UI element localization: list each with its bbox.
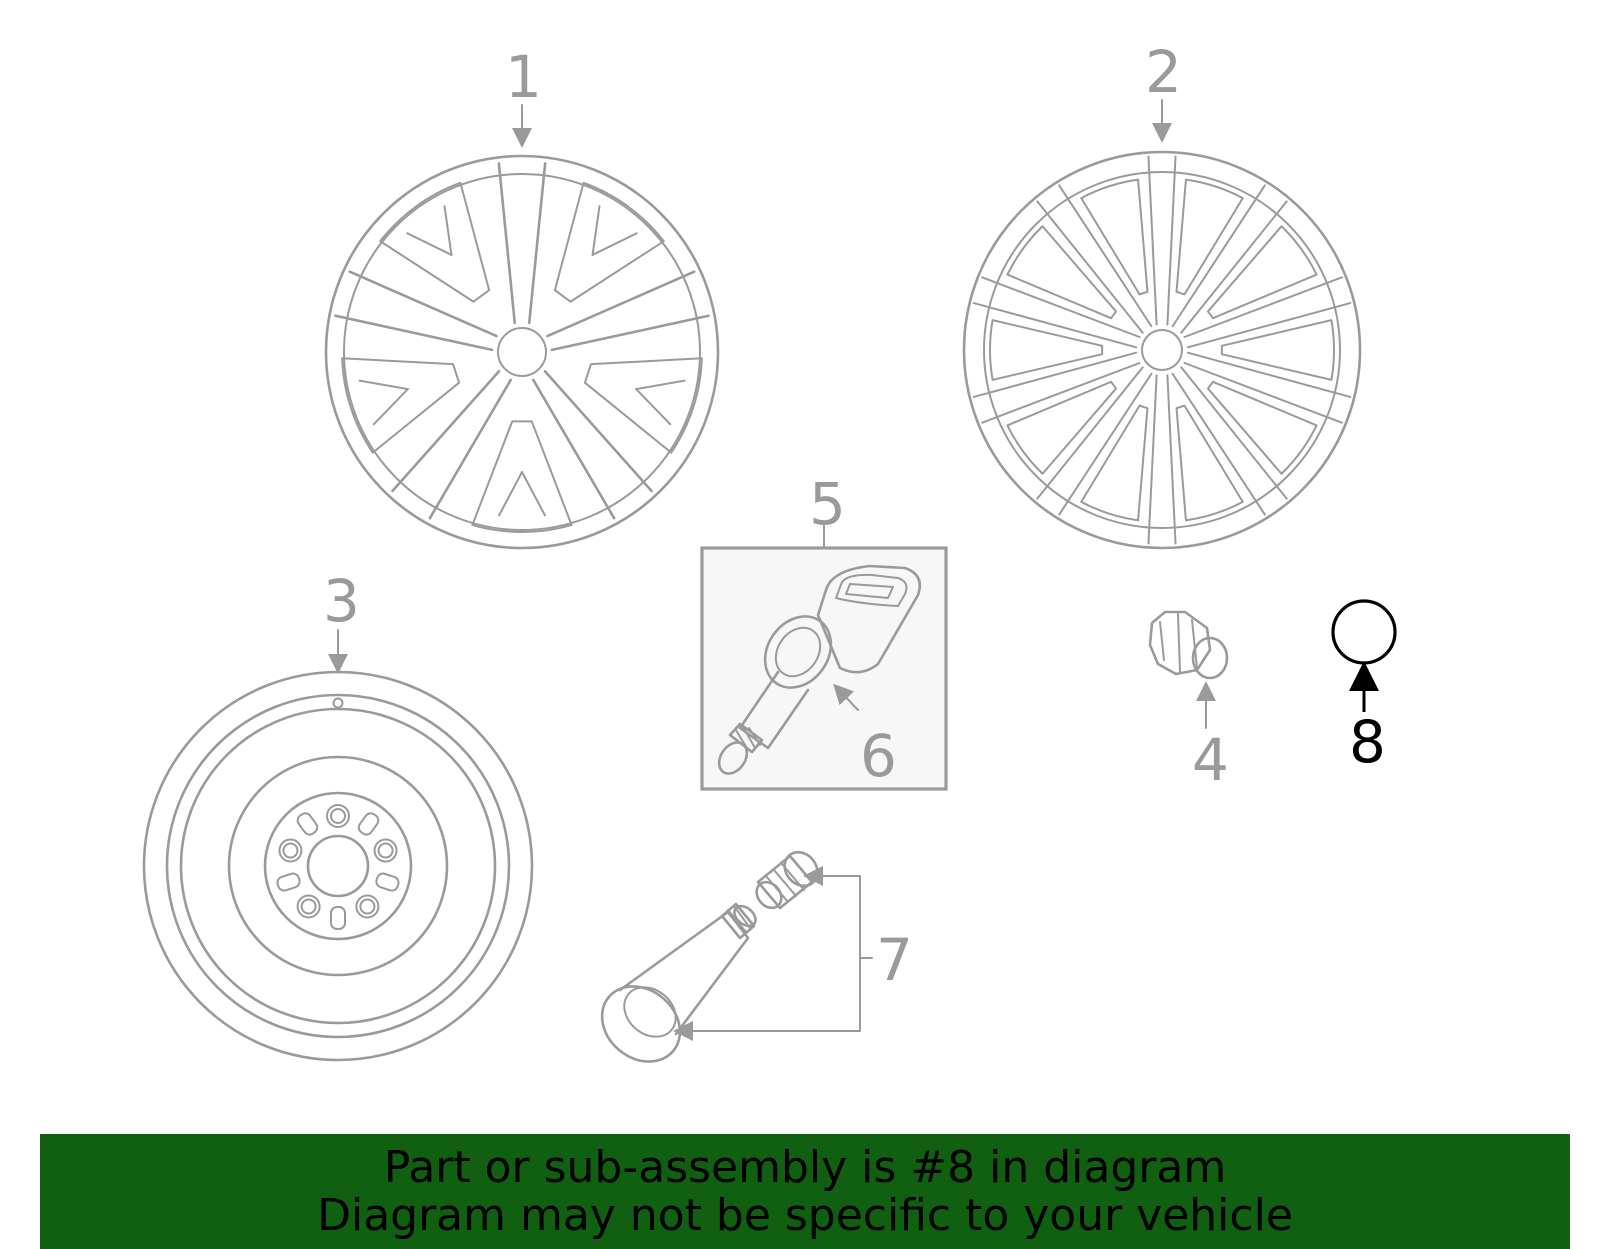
valve-stem[interactable] xyxy=(587,902,759,1077)
info-banner: Part or sub-assembly is #8 in diagram Di… xyxy=(40,1134,1570,1249)
callout-8-label: 8 xyxy=(1349,708,1386,776)
callout-6-arrow xyxy=(833,683,859,711)
callout-2-label: 2 xyxy=(1145,38,1182,106)
callout-1-label: 1 xyxy=(505,43,542,111)
callout-7-bracket-top xyxy=(803,866,861,1032)
banner-line-1: Part or sub-assembly is #8 in diagram xyxy=(383,1142,1227,1193)
tpms-sensor[interactable] xyxy=(713,564,922,779)
callout-6-label: 6 xyxy=(860,722,897,790)
valve-cap[interactable] xyxy=(752,846,824,913)
alloy-wheel-2[interactable] xyxy=(962,150,1362,550)
callout-4-label: 4 xyxy=(1192,726,1229,794)
callout-7-label: 7 xyxy=(876,926,913,994)
o-ring[interactable] xyxy=(1331,599,1397,665)
banner-line-2: Diagram may not be specific to your vehi… xyxy=(317,1190,1293,1241)
callout-5-label: 5 xyxy=(809,470,846,538)
spare-wheel[interactable] xyxy=(142,670,534,1062)
lug-nut[interactable] xyxy=(1148,610,1229,680)
alloy-wheel-1[interactable] xyxy=(324,154,720,550)
callout-3-label: 3 xyxy=(323,567,360,635)
